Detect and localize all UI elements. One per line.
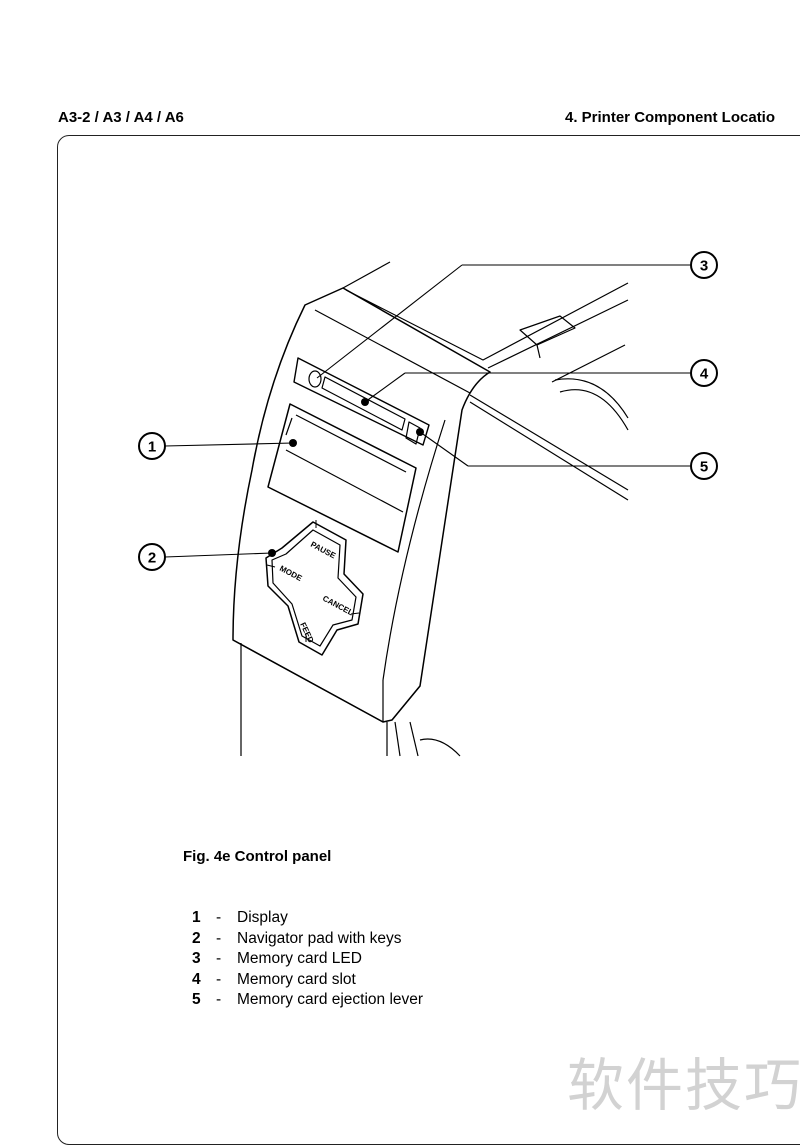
memory-card-slot-frame xyxy=(293,357,430,446)
printer-cover-edge xyxy=(345,282,629,361)
legend-number: 5 xyxy=(192,991,201,1008)
legend-number: 1 xyxy=(192,909,201,926)
display-pointer-dot xyxy=(289,439,297,447)
legend-label: Display xyxy=(237,909,288,926)
slot-pointer-dot xyxy=(361,398,369,406)
callout-2: 2 xyxy=(138,543,166,571)
legend-dash: - xyxy=(216,970,222,988)
svg-text:2: 2 xyxy=(148,550,156,567)
control-panel-housing xyxy=(232,287,491,723)
svg-text:1: 1 xyxy=(148,439,156,456)
callout-1: 1 xyxy=(138,432,166,460)
pause-key-label[interactable]: PAUSE xyxy=(309,540,338,561)
watermark-text: 软件技巧 xyxy=(567,1053,800,1119)
legend-dash: - xyxy=(216,909,222,926)
lever-pointer-dot xyxy=(416,428,424,436)
legend-item: 2 - Navigator pad with keys xyxy=(192,929,423,950)
cancel-key-label[interactable]: CANCEL xyxy=(321,594,355,618)
callout-3: 3 xyxy=(690,251,718,279)
legend-label: Navigator pad with keys xyxy=(237,929,402,947)
callout-4: 4 xyxy=(690,359,718,387)
legend-item: 3 - Memory card LED xyxy=(192,949,423,970)
display-bezel xyxy=(267,403,417,553)
legend-item: 5 - Memory card ejection lever xyxy=(192,990,423,1011)
header-model-list: A3-2 / A3 / A4 / A6 xyxy=(58,109,184,126)
left-arrow-icon xyxy=(266,564,276,568)
figure-legend: 1 - Display 2 - Navigator pad with keys … xyxy=(192,908,423,1011)
svg-text:5: 5 xyxy=(700,459,708,476)
legend-label: Memory card LED xyxy=(237,950,362,967)
header-section-title: 4. Printer Component Locatio xyxy=(565,109,776,126)
memory-card-slot xyxy=(321,376,406,431)
memory-card-led xyxy=(308,370,322,388)
printer-roll-edge xyxy=(559,389,629,431)
navigator-pad-outline xyxy=(265,521,364,656)
printer-side-edge xyxy=(469,394,629,491)
legend-dash: - xyxy=(216,991,222,1008)
svg-text:4: 4 xyxy=(700,366,709,383)
legend-item: 4 - Memory card slot xyxy=(192,970,423,991)
legend-dash: - xyxy=(216,929,222,947)
legend-label: Memory card ejection lever xyxy=(237,991,424,1008)
legend-label: Memory card slot xyxy=(237,970,356,988)
legend-item: 1 - Display xyxy=(192,908,423,929)
legend-dash: - xyxy=(216,950,222,967)
enter-arrow-icon xyxy=(350,612,360,615)
printer-top-edge-line xyxy=(342,261,391,289)
legend-number: 3 xyxy=(192,950,201,967)
mode-key-label[interactable]: MODE xyxy=(278,564,304,584)
legend-number: 4 xyxy=(192,970,201,988)
callout-5: 5 xyxy=(690,452,718,480)
printer-hinge xyxy=(519,315,576,346)
svg-text:3: 3 xyxy=(700,258,708,275)
navigator-pointer-dot xyxy=(268,549,276,557)
memory-card-ejection-lever xyxy=(405,421,421,445)
figure-caption: Fig. 4e Control panel xyxy=(183,848,332,865)
legend-number: 2 xyxy=(192,929,201,947)
